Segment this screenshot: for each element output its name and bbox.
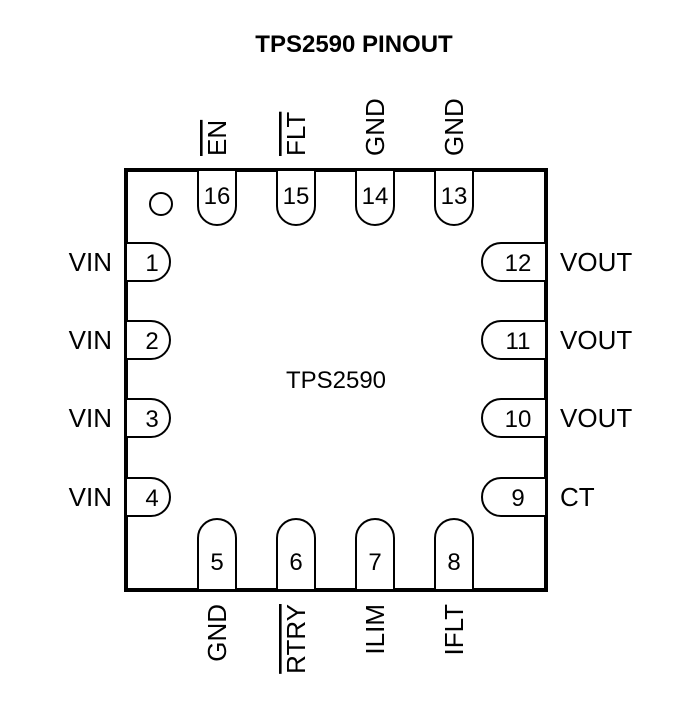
pin-1: 1 VIN: [69, 242, 171, 282]
pin-name: IFLT: [439, 604, 469, 656]
pin1-marker: [149, 192, 173, 216]
pin-pad: [197, 518, 237, 591]
pin-pad: [125, 477, 171, 517]
pin-number: 7: [368, 549, 381, 576]
chip-body: [124, 168, 548, 592]
pin-number: 13: [441, 183, 468, 210]
pin-name: VOUT: [560, 325, 632, 355]
pin-name: CT: [560, 482, 595, 512]
pin-number: 10: [505, 406, 532, 433]
pin-14: 14 GND: [355, 98, 395, 226]
pin-11: 11 VOUT: [481, 320, 632, 360]
pin-3: 3 VIN: [69, 398, 171, 438]
pin-12: 12 VOUT: [481, 242, 632, 282]
chip-label: TPS2590: [286, 367, 386, 394]
pin-name: VIN: [69, 482, 112, 512]
pin-pad: [481, 242, 547, 282]
pin-name: ILIM: [360, 604, 390, 655]
pin-9: 9 CT: [481, 477, 595, 517]
pin-number: 1: [145, 250, 158, 277]
pin-name: EN: [202, 120, 232, 156]
pin-13: 13 GND: [434, 98, 474, 226]
pin-pad: [197, 169, 237, 226]
pin-pad: [434, 169, 474, 226]
pin-name: FLT: [281, 112, 311, 156]
pin-2: 2 VIN: [69, 320, 171, 360]
pin-name: GND: [439, 98, 469, 156]
pin-pad: [481, 320, 547, 360]
pin-number: 8: [447, 549, 460, 576]
pin-number: 2: [145, 328, 158, 355]
pin-15: 15 FLT: [276, 112, 316, 226]
pin-pad: [125, 320, 171, 360]
pin-name: VOUT: [560, 403, 632, 433]
pin-name: GND: [360, 98, 390, 156]
pin-name: VOUT: [560, 247, 632, 277]
pin-pad: [355, 169, 395, 226]
pin-number: 3: [145, 406, 158, 433]
pin-number: 4: [145, 485, 158, 512]
pin-name: GND: [202, 604, 232, 662]
pin-number: 11: [506, 328, 531, 355]
pin-pad: [481, 477, 547, 517]
pin-pad: [434, 518, 474, 591]
pin-name: VIN: [69, 247, 112, 277]
pin-number: 15: [283, 183, 310, 210]
pin-10: 10 VOUT: [481, 398, 632, 438]
pin-name: RTRY: [281, 604, 311, 674]
pin-pad: [355, 518, 395, 591]
pin-pad: [125, 398, 171, 438]
pin-pad: [125, 242, 171, 282]
pin-name: VIN: [69, 325, 112, 355]
pin-number: 6: [289, 549, 302, 576]
pin-number: 5: [210, 549, 223, 576]
pin-name: VIN: [69, 403, 112, 433]
pin-number: 16: [204, 183, 231, 210]
pin-pad: [276, 169, 316, 226]
pin-number: 12: [505, 250, 532, 277]
pin-pad: [276, 518, 316, 591]
pin-16: 16 EN: [197, 120, 237, 226]
pin-number: 14: [362, 183, 389, 210]
pin-number: 9: [511, 485, 524, 512]
pin-pad: [481, 398, 547, 438]
diagram-title: TPS2590 PINOUT: [255, 31, 453, 58]
pin-4: 4 VIN: [69, 477, 171, 517]
